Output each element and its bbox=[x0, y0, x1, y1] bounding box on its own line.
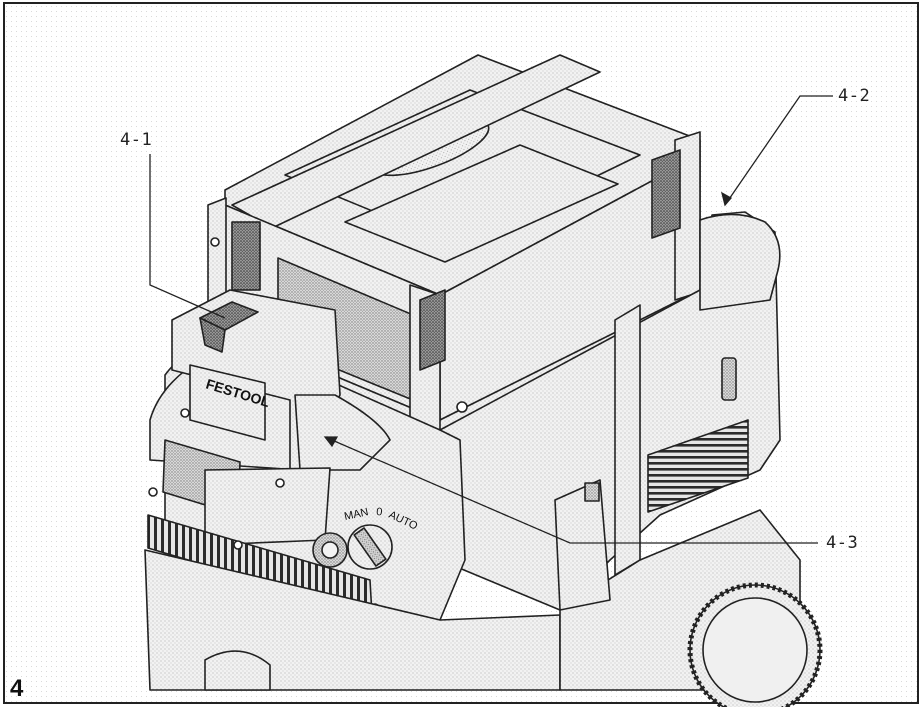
leader-4-3 bbox=[324, 436, 818, 544]
leader-4-2 bbox=[724, 95, 833, 206]
leader-4-1 bbox=[149, 154, 226, 319]
dial-label-zero: 0 bbox=[376, 506, 383, 518]
vacuum-body bbox=[144, 211, 823, 707]
callout-4-3: 4-3 bbox=[826, 533, 859, 553]
callout-4-2: 4-2 bbox=[838, 86, 871, 106]
callout-4-1: 4-1 bbox=[120, 130, 153, 150]
dial-label-man: MAN bbox=[343, 506, 369, 523]
figure-number: 4 bbox=[10, 675, 24, 702]
leader-lines bbox=[149, 95, 833, 544]
